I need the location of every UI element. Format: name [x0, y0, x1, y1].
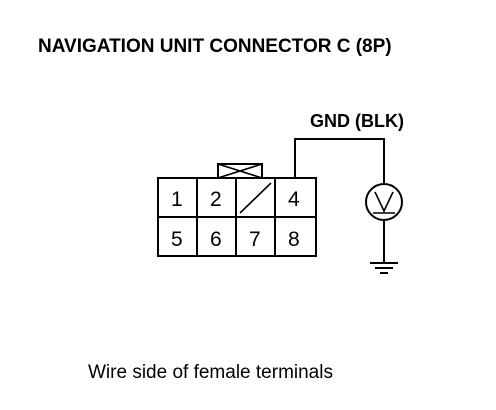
- pin-7: 7: [249, 228, 261, 251]
- pin-1: 1: [171, 188, 183, 211]
- pin-4: 4: [288, 188, 300, 211]
- diagram-caption: Wire side of female terminals: [88, 362, 333, 383]
- pin-2: 2: [210, 188, 222, 211]
- ground-label: GND (BLK): [310, 111, 404, 131]
- ground-icon: [370, 262, 398, 274]
- pin-5: 5: [171, 228, 183, 251]
- connector-lock-icon: [217, 163, 263, 179]
- pin-6: 6: [210, 228, 222, 251]
- probe-wire: [294, 138, 385, 262]
- blank-cavity-slash: [239, 182, 272, 214]
- diagram-title: NAVIGATION UNIT CONNECTOR C (8P): [38, 36, 392, 57]
- connector-body: [157, 177, 317, 257]
- voltmeter-icon: [365, 183, 403, 221]
- pin-8: 8: [288, 228, 300, 251]
